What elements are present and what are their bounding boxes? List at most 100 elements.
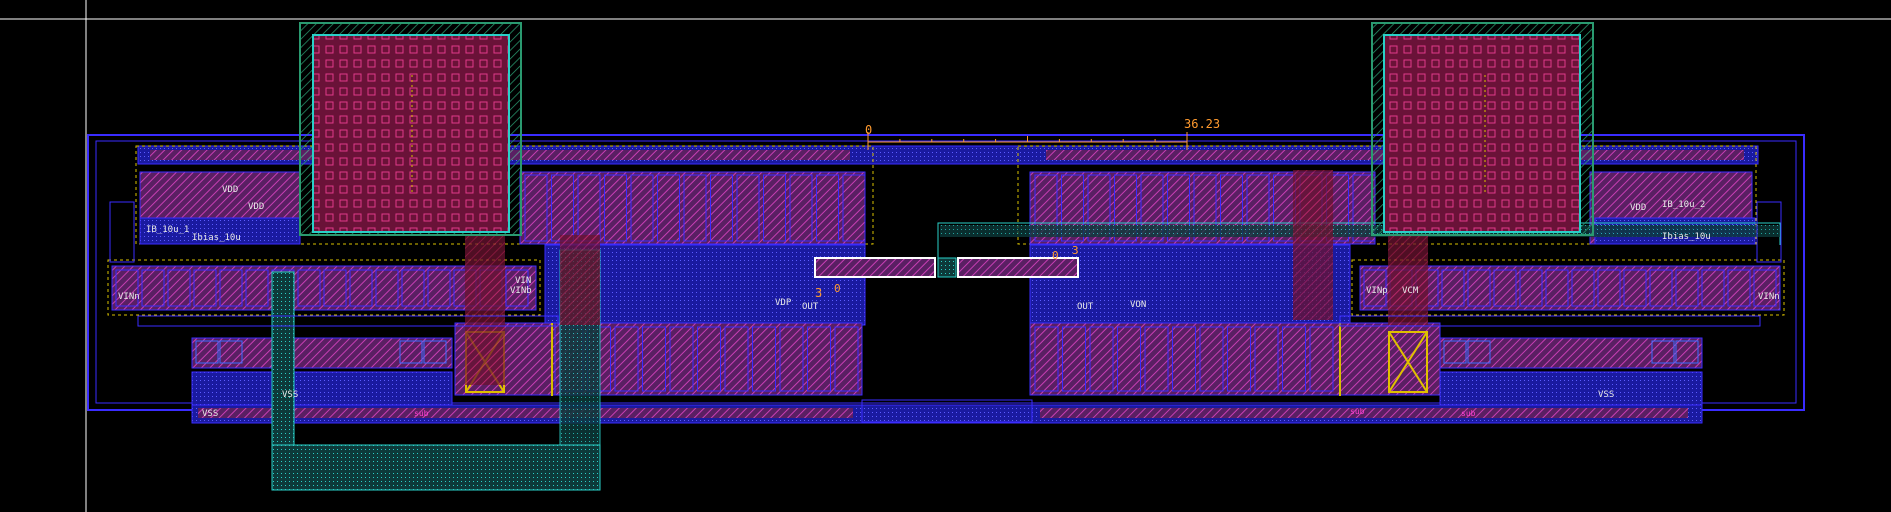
nmos-finger xyxy=(1062,326,1086,392)
contact-square xyxy=(1443,340,1467,364)
input-finger xyxy=(1597,269,1621,307)
cap-center-via[interactable] xyxy=(937,257,957,278)
nmos-right-array[interactable] xyxy=(1029,322,1341,396)
label-vss-right: VSS xyxy=(1598,390,1615,400)
input-finger xyxy=(219,269,243,307)
pad-column-left[interactable] xyxy=(465,235,505,385)
label-vdd-left-a: VDD xyxy=(222,185,239,195)
nmos-finger xyxy=(1199,326,1224,392)
pmos-finger xyxy=(1220,174,1243,242)
bias-left-row[interactable] xyxy=(139,217,301,245)
route-bottom-strap[interactable] xyxy=(271,444,601,491)
metal-ring[interactable] xyxy=(95,140,1797,404)
label-sub-1: sub xyxy=(414,409,429,418)
input-right-array[interactable] xyxy=(1359,265,1781,311)
label-vss-left-b: VSS xyxy=(202,409,219,419)
input-finger xyxy=(1493,269,1517,307)
ruler-measurement[interactable] xyxy=(867,132,1188,150)
pmos-finger xyxy=(1114,174,1137,242)
label-bias-right: Ibias_10u xyxy=(1662,232,1711,242)
nmos-finger xyxy=(752,326,776,392)
pmos-finger xyxy=(1246,174,1270,242)
cap-bar-right[interactable] xyxy=(957,257,1079,278)
input-finger xyxy=(1519,269,1543,307)
input-finger xyxy=(115,269,139,307)
label-vin-far-right: VINn xyxy=(1758,292,1780,302)
pmos-finger xyxy=(683,174,707,242)
input-finger xyxy=(1571,269,1595,307)
contact-square xyxy=(399,340,423,364)
bond-pad-right[interactable] xyxy=(1383,34,1581,233)
vss-rail-poly-left[interactable] xyxy=(198,408,853,418)
nmos-finger xyxy=(697,326,721,392)
input-finger xyxy=(1623,269,1647,307)
left-contact-column[interactable] xyxy=(137,315,559,327)
bond-pad-left[interactable] xyxy=(312,34,510,233)
label-bias-left: Ibias_10u xyxy=(192,233,241,243)
input-finger xyxy=(375,269,399,307)
pmos-finger xyxy=(630,174,654,242)
label-sub-2: sub xyxy=(1350,407,1365,416)
input-finger xyxy=(1441,269,1465,307)
input-finger xyxy=(167,269,191,307)
cap-bar-left[interactable] xyxy=(814,257,936,278)
contact-square xyxy=(1675,340,1699,364)
cap-route-fill[interactable] xyxy=(940,225,1780,237)
nmos-finger xyxy=(807,326,831,392)
nmos-finger xyxy=(834,326,859,392)
pmos-finger xyxy=(710,174,733,242)
label-vdd-left-b: VDD xyxy=(248,202,265,212)
label-vdd-right: VDD xyxy=(1630,203,1647,213)
pmos-finger xyxy=(604,174,627,242)
right-bias-box[interactable] xyxy=(1756,201,1782,263)
pmos-finger xyxy=(1193,174,1217,242)
input-finger xyxy=(427,269,451,307)
pmos-finger xyxy=(1061,174,1084,242)
input-finger xyxy=(349,269,373,307)
pad-column-left-b[interactable] xyxy=(560,235,600,325)
pmos-finger xyxy=(1087,174,1111,242)
input-finger xyxy=(1701,269,1725,307)
label-vin-right-b: VCM xyxy=(1402,286,1419,296)
label-ibias-left: IB_10u_1 xyxy=(146,225,190,235)
input-finger xyxy=(323,269,347,307)
ruler-start-label: 0 xyxy=(865,123,873,137)
pmos-finger xyxy=(842,174,866,242)
vss-center-link[interactable] xyxy=(861,399,1033,423)
input-finger xyxy=(193,269,217,307)
input-finger xyxy=(1363,269,1387,307)
nmos-finger xyxy=(1282,326,1306,392)
input-finger xyxy=(1753,269,1777,307)
input-right-well[interactable] xyxy=(1351,259,1785,316)
pmos-finger xyxy=(1167,174,1190,242)
contact-square xyxy=(1651,340,1675,364)
pmos-finger xyxy=(524,174,548,242)
vss-rail-poly-right[interactable] xyxy=(1040,408,1688,418)
label-vin-far-left: VINn xyxy=(118,292,140,302)
marker-right-0: 0 xyxy=(1052,249,1059,262)
input-finger xyxy=(1467,269,1491,307)
nmos-finger xyxy=(1254,326,1279,392)
ruler-end-label: 36.23 xyxy=(1184,117,1221,131)
label-vdp: VDP xyxy=(775,298,792,308)
pad-column-right[interactable] xyxy=(1293,170,1333,320)
vss-right-fill[interactable] xyxy=(1439,371,1703,408)
input-finger xyxy=(245,269,269,307)
pad-column-right-b[interactable] xyxy=(1388,235,1428,325)
input-finger xyxy=(1727,269,1751,307)
nmos-left-array[interactable] xyxy=(554,322,863,396)
left-bias-box[interactable] xyxy=(109,201,135,263)
input-finger xyxy=(297,269,321,307)
pmos-finger xyxy=(789,174,813,242)
label-vin-left-b: VINb xyxy=(510,286,532,296)
nmos-finger xyxy=(779,326,804,392)
right-contact-column[interactable] xyxy=(1339,315,1761,327)
pmos-finger xyxy=(736,174,760,242)
pmos-left-array[interactable] xyxy=(519,171,866,245)
guard-cross-right[interactable] xyxy=(1388,331,1428,393)
nmos-finger xyxy=(1089,326,1114,392)
input-left-well[interactable] xyxy=(107,259,541,316)
nmos-finger xyxy=(669,326,694,392)
vss-left-fill[interactable] xyxy=(191,371,453,408)
